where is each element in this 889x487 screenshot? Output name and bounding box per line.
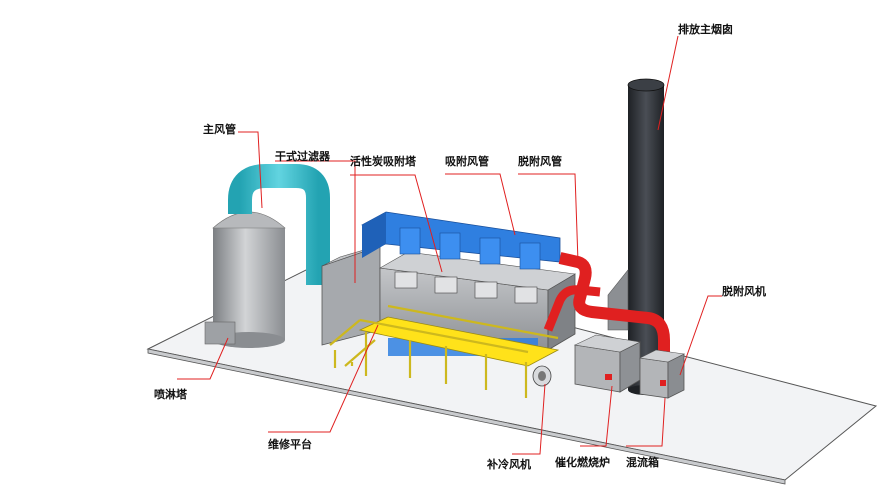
label-desorption-duct: 脱附风管 (518, 155, 562, 168)
label-exhaust-stack: 排放主烟囱 (678, 23, 733, 36)
label-spray-tower: 喷淋塔 (154, 388, 187, 401)
cooling-fan (532, 365, 552, 387)
label-adsorption-duct: 吸附风管 (445, 155, 489, 168)
adsorption-duct (361, 211, 561, 270)
label-cooling-fan: 补冷风机 (487, 458, 531, 471)
main-duct (228, 164, 330, 285)
label-mixing-box: 混流箱 (626, 456, 659, 469)
desorption-duct (543, 252, 670, 355)
spray-tower (204, 211, 286, 348)
catalytic-burner (573, 334, 641, 393)
label-catalytic-burner: 催化燃烧炉 (555, 456, 610, 469)
mixing-box (639, 349, 685, 399)
label-desorption-fan: 脱附风机 (722, 285, 766, 298)
label-carbon-tower: 活性炭吸附塔 (350, 155, 416, 168)
maintenance-platform (329, 304, 560, 398)
label-dry-filter: 干式过滤器 (275, 150, 330, 163)
label-platform: 维修平台 (268, 438, 312, 451)
label-main-duct: 主风管 (203, 123, 236, 136)
leader-lines (177, 35, 722, 455)
